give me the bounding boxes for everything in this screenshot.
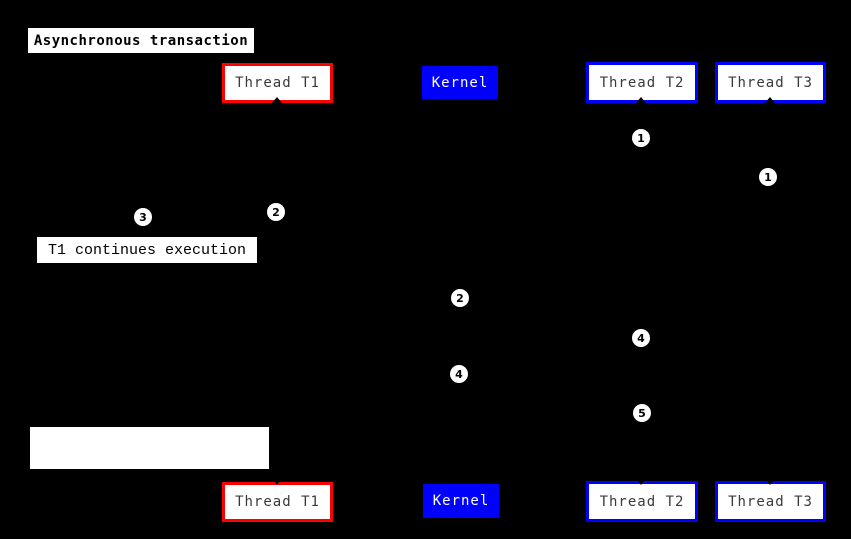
participant-kernel-bottom: Kernel bbox=[423, 484, 499, 518]
participant-thread-t1-top: Thread T1 bbox=[222, 63, 333, 103]
lifeline-tick-t1-bottom bbox=[272, 478, 282, 485]
step-marker-1-t3: 1 bbox=[759, 168, 777, 186]
step-marker-3-t1: 3 bbox=[134, 208, 152, 226]
participant-thread-t3-bottom: Thread T3 bbox=[715, 481, 826, 522]
step-marker-4-t2: 4 bbox=[632, 329, 650, 347]
participant-thread-t3-top: Thread T3 bbox=[715, 62, 826, 103]
step-marker-5-t2: 5 bbox=[633, 404, 651, 422]
note-empty bbox=[30, 427, 269, 469]
diagram-title: Asynchronous transaction bbox=[28, 28, 254, 53]
step-marker-2-t1: 2 bbox=[267, 203, 285, 221]
lifeline-tick-t3-bottom bbox=[765, 478, 775, 485]
step-marker-1-t2: 1 bbox=[632, 129, 650, 147]
lifeline-tick-t1-top bbox=[272, 97, 282, 103]
lifeline-tick-t3-top bbox=[765, 97, 775, 103]
participant-kernel-top: Kernel bbox=[422, 66, 498, 99]
lifeline-tick-t2-top bbox=[636, 97, 646, 103]
step-marker-2-kernel: 2 bbox=[451, 289, 469, 307]
participant-thread-t1-bottom: Thread T1 bbox=[222, 482, 333, 522]
step-marker-4-kernel: 4 bbox=[450, 365, 468, 383]
participant-thread-t2-bottom: Thread T2 bbox=[586, 481, 698, 522]
lifeline-tick-t2-bottom bbox=[636, 478, 646, 485]
note-t1-continues: T1 continues execution bbox=[37, 237, 257, 263]
